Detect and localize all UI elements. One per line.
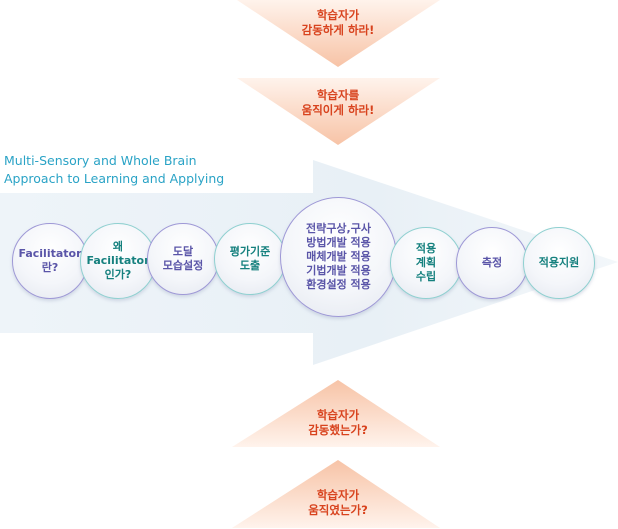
prompt-triangle-1 (237, 0, 440, 67)
prompt-1-text: 학습자가 감동하게 하라! (238, 8, 438, 38)
result-triangle-2 (232, 460, 440, 528)
step-5-label: 전략구상,구사 방법개발 적용 매체개발 적용 기법개발 적용 환경설정 적용 (306, 222, 371, 291)
subtitle-line2: Approach to Learning and Applying (4, 171, 225, 186)
step-4-label: 평가기준 도출 (229, 245, 271, 272)
step-7: 측정 (456, 227, 528, 299)
step-1: Facilitator 란? (12, 223, 88, 299)
step-3: 도달 모습설정 (147, 223, 219, 295)
step-6: 적용 계획 수립 (390, 227, 462, 299)
result-1-text: 학습자가 감동했는가? (238, 408, 438, 438)
result-2-line1: 학습자가 (316, 488, 360, 502)
prompt-1-line2: 감동하게 하라! (301, 23, 375, 37)
step-6-label: 적용 계획 수립 (415, 242, 437, 283)
step-4: 평가기준 도출 (214, 223, 286, 295)
prompt-2-line2: 움직이게 하라! (301, 103, 375, 117)
step-3-label: 도달 모습설정 (162, 245, 204, 272)
result-1-line1: 학습자가 (316, 408, 360, 422)
result-2: 학습자가 움직였는가? (238, 488, 438, 518)
step-2: 왜 Facilitator 인가? (80, 223, 156, 299)
step-8-label: 적용지원 (538, 256, 580, 269)
prompt-2-text: 학습자를 움직이게 하라! (238, 88, 438, 118)
result-2-text: 학습자가 움직였는가? (238, 488, 438, 518)
prompt-2-line1: 학습자를 (316, 88, 360, 102)
subtitle-line1: Multi-Sensory and Whole Brain (4, 153, 197, 168)
step-5: 전략구상,구사 방법개발 적용 매체개발 적용 기법개발 적용 환경설정 적용 (280, 197, 397, 317)
step-1-label: Facilitator 란? (18, 247, 82, 274)
subtitle: Multi-Sensory and Whole Brain Approach t… (4, 152, 224, 188)
result-1: 학습자가 감동했는가? (238, 408, 438, 438)
prompt-2: 학습자를 움직이게 하라! (238, 88, 438, 118)
step-8: 적용지원 (523, 227, 595, 299)
prompt-1-line1: 학습자가 (316, 8, 360, 22)
result-2-line2: 움직였는가? (308, 503, 368, 517)
step-2-label: 왜 Facilitator 인가? (86, 240, 150, 281)
prompt-triangle-2 (237, 78, 440, 145)
step-7-label: 측정 (481, 256, 503, 269)
result-triangle-1 (232, 380, 440, 447)
result-1-line2: 감동했는가? (308, 423, 368, 437)
prompt-1: 학습자가 감동하게 하라! (238, 8, 438, 38)
